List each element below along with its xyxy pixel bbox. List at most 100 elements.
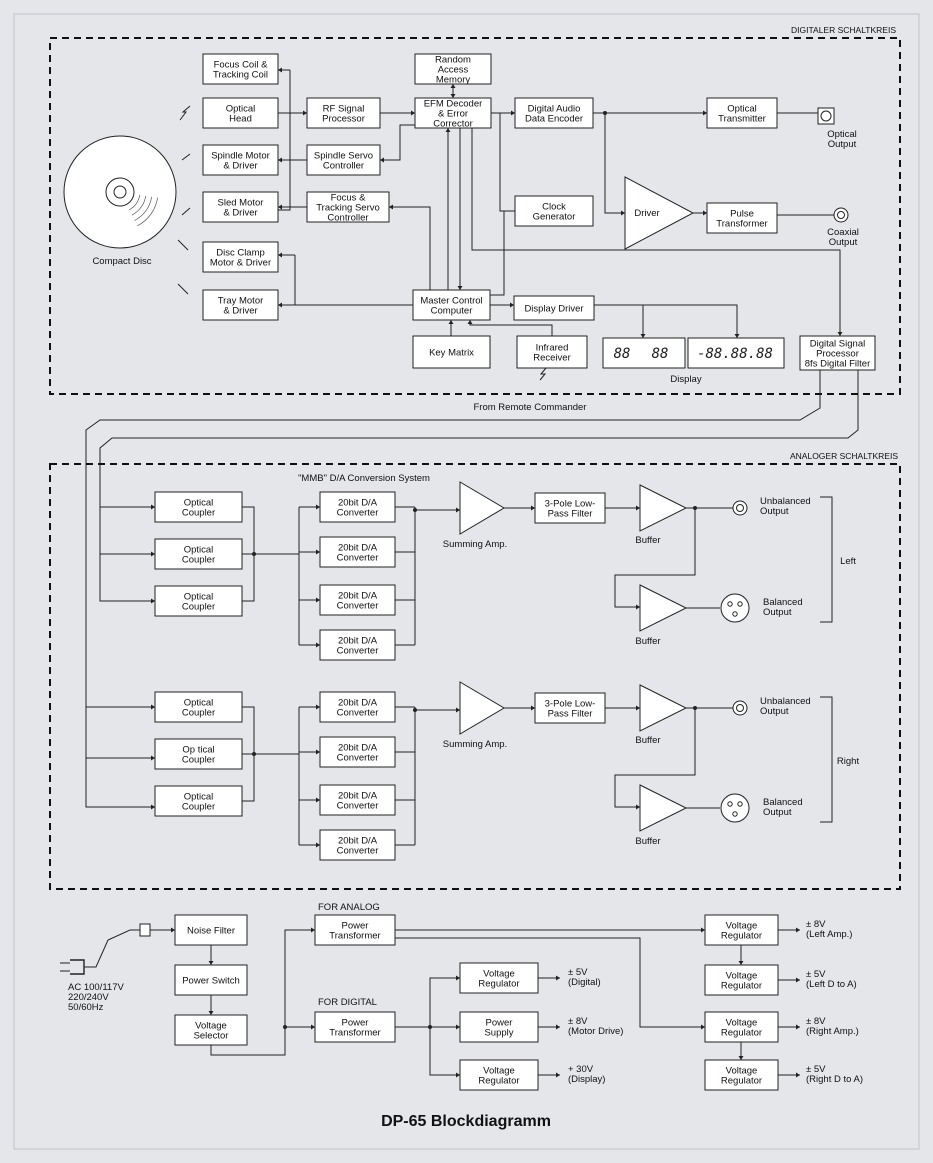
optical-coupler-box	[154, 585, 243, 617]
arrow-head	[151, 755, 155, 761]
channel-bracket	[820, 496, 833, 623]
signal-line	[380, 124, 415, 161]
arrow-head	[531, 705, 535, 711]
signal-line	[210, 929, 315, 1056]
clock-generator-box-label: Generator	[533, 212, 576, 223]
arrow-head	[701, 927, 705, 933]
balanced-output-xlr-pin	[732, 811, 738, 817]
signal-line	[278, 70, 291, 211]
power-supply-box-label: Supply	[484, 1028, 513, 1039]
compact-disc-label: Compact Disc	[92, 256, 151, 267]
dsp-box-label: Digital Signal	[810, 339, 865, 350]
unbalanced-output-jack-inner	[736, 704, 744, 712]
summing-amp-label: Summing Amp.	[443, 739, 507, 750]
arrow-head	[734, 334, 740, 338]
dac-box	[319, 736, 396, 768]
driver-amp	[624, 176, 695, 250]
arrow-head	[640, 334, 646, 338]
ac-voltage-label: 50/60Hz	[68, 1002, 104, 1013]
dac-box	[319, 629, 396, 661]
optical-coupler-box-label: Coupler	[182, 802, 215, 813]
arrow-head	[703, 210, 707, 216]
buffer-amp-balanced	[639, 584, 688, 632]
signal-line	[469, 320, 553, 336]
coaxial-output-jack-inner	[837, 211, 845, 219]
display-digits-2: 88	[652, 346, 669, 362]
power-transformer-analog-box-label: Power	[342, 921, 369, 932]
balanced-output-xlr-pin	[727, 801, 733, 807]
low-pass-filter-box-label: 3-Pole Low-	[545, 699, 596, 710]
analog-section-border	[49, 463, 901, 890]
power-transformer-digital-box-label: Power	[342, 1018, 369, 1029]
arrow-head	[457, 286, 463, 290]
right-amp-8v-label: ± 8V	[806, 1016, 826, 1027]
arrow-head	[448, 320, 454, 324]
power-switch-box	[174, 964, 248, 996]
junction-dot	[693, 706, 697, 710]
arrow-head	[738, 1056, 744, 1060]
tray-motor-box-label: & Driver	[223, 306, 257, 317]
right-amp-8v-label: (Right Amp.)	[806, 1026, 859, 1037]
right-channel-label: Right	[837, 756, 860, 767]
buffer-label: Buffer	[635, 535, 660, 546]
display-panel-right	[687, 337, 785, 369]
arrow-head	[151, 704, 155, 710]
arrow-head	[450, 84, 456, 88]
unbalanced-output-label: Output	[760, 706, 789, 717]
arrow-head	[278, 157, 282, 163]
dac-box	[319, 784, 396, 816]
dac-box-label: 20bit D/A	[338, 791, 378, 802]
clamp-indicator	[177, 239, 189, 251]
arrow-head	[311, 927, 315, 933]
optical-coupler-box-label: Coupler	[182, 755, 215, 766]
optical-coupler-box-label: Optical	[184, 698, 214, 709]
sled-motor-box	[202, 191, 279, 223]
clock-generator-box	[514, 195, 594, 227]
efm-decoder-box-label: & Error	[438, 109, 468, 120]
driver-label: Driver	[634, 208, 659, 219]
mmb-title: "MMB" D/A Conversion System	[298, 473, 430, 484]
optical-coupler-box	[154, 738, 243, 770]
balanced-output-label: Balanced	[763, 597, 803, 608]
display-digits-3: -88.88.88	[697, 346, 773, 362]
disc-clamp-box-label: Motor & Driver	[210, 258, 271, 269]
efm-decoder-box-label: EFM Decoder	[424, 99, 483, 110]
arrow-head	[796, 1072, 800, 1078]
arrow-head	[316, 549, 320, 555]
signal-line	[429, 1027, 460, 1076]
optical-output-port	[820, 110, 832, 122]
power-switch-box-label: Power Switch	[182, 976, 240, 987]
compact-disc	[63, 135, 177, 249]
audio-encoder-box-label: Digital Audio	[528, 104, 581, 115]
junction-dot	[252, 752, 256, 756]
arrow-head	[556, 975, 560, 981]
balanced-output-label: Output	[763, 607, 792, 618]
analog-section-title: ANALOGER SCHALTKREIS	[790, 451, 898, 461]
optical-transmitter-box	[706, 97, 778, 129]
unbalanced-output-label: Unbalanced	[760, 496, 811, 507]
sled-motor-box-label: Sled Motor	[218, 198, 264, 209]
signal-line	[614, 708, 696, 808]
regulator-left-da-box	[704, 964, 779, 996]
regulator-right-da-box-label: Voltage	[726, 1066, 758, 1077]
display-panel-left	[602, 337, 686, 369]
dac-box	[319, 491, 396, 523]
unbalanced-output-jack	[732, 700, 748, 716]
arrow-head	[456, 975, 460, 981]
optical-coupler-box	[154, 691, 243, 723]
arrow-head	[316, 704, 320, 710]
dsp-output-line-2	[99, 370, 859, 508]
junction-dot	[283, 1025, 287, 1029]
dac-box-label: Converter	[337, 601, 379, 612]
unbalanced-output-jack	[732, 500, 748, 516]
signal-line	[471, 128, 841, 336]
junction-dot	[413, 708, 417, 712]
summing-amp-label: Summing Amp.	[443, 539, 507, 550]
dac-box-label: Converter	[337, 846, 379, 857]
optical-output-jack	[817, 107, 835, 125]
low-pass-filter-box	[534, 692, 606, 724]
optical-coupler-box-label: Coupler	[182, 602, 215, 613]
dac-box-label: 20bit D/A	[338, 836, 378, 847]
channel-bracket	[820, 696, 833, 823]
